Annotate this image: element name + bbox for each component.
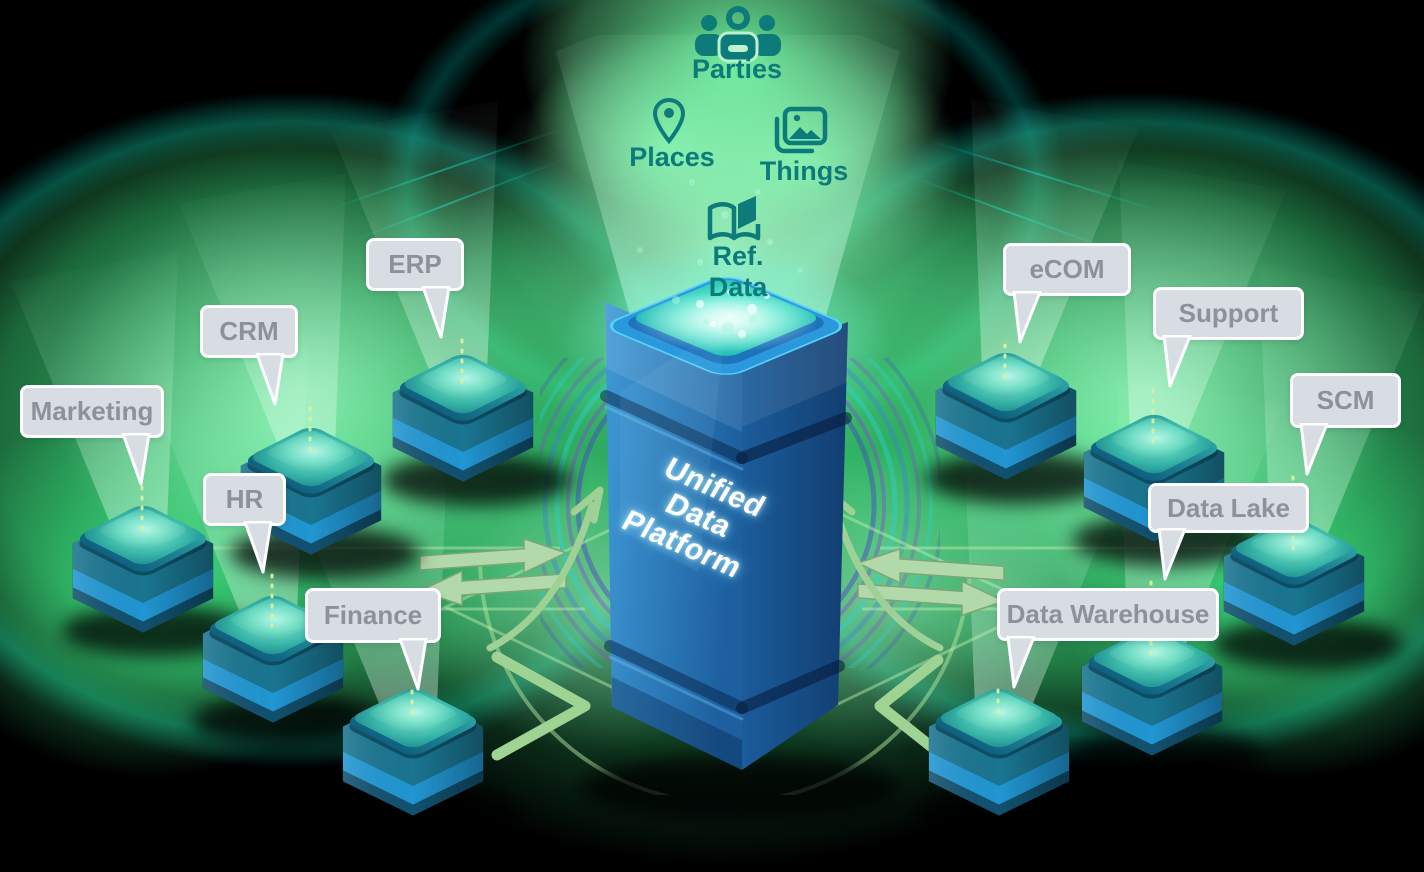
glow-particles [696, 289, 770, 338]
label-erp: ERP [366, 238, 464, 339]
label-marketing: Marketing [20, 385, 164, 486]
bubble-tail [421, 286, 451, 339]
label-erp-text: ERP [388, 249, 442, 279]
label-finance: Finance [305, 588, 441, 691]
bubble-tail [1162, 335, 1192, 388]
label-ecom: eCOM [1003, 243, 1131, 344]
chevron-arrows [491, 651, 944, 761]
label-data-lake: Data Lake [1148, 483, 1309, 581]
photo-stack-icon [770, 106, 830, 163]
label-data-warehouse-text: Data Warehouse [1006, 599, 1210, 629]
bubble-tail [1157, 528, 1187, 581]
exchange-arrows [418, 537, 1006, 617]
label-support: Support [1153, 287, 1304, 388]
bubble-tail [1012, 291, 1042, 344]
label-scm: SCM [1290, 373, 1401, 476]
tower-segment-dividers [600, 390, 852, 721]
bubble-tail [121, 433, 151, 486]
label-hr: HR [203, 473, 286, 574]
arrow-left-from-platform [418, 569, 567, 607]
label-support-text: Support [1178, 298, 1279, 328]
tower-right-face [742, 322, 848, 770]
label-crm: CRM [200, 305, 298, 406]
domain-label-things: Things [759, 156, 849, 186]
open-book-icon [704, 194, 766, 249]
sparkles [637, 179, 803, 334]
label-data-lake-text: Data Lake [1167, 492, 1290, 523]
domain-label-places: Places [629, 142, 715, 172]
bubble-tail [1006, 636, 1036, 689]
bubble-tail [398, 638, 428, 691]
arrow-right-from-platform [857, 580, 1006, 617]
label-data-warehouse: Data Warehouse [997, 588, 1219, 689]
domain-label-parties: Parties [691, 54, 783, 84]
arrow-left-to-platform [856, 547, 1005, 585]
label-marketing-text: Marketing [30, 396, 154, 426]
people-group-icon [692, 6, 784, 69]
domain-label-ref-data: Ref. Data [708, 241, 768, 302]
bubble-tail [1299, 423, 1329, 476]
label-ecom-text: eCOM [1029, 254, 1105, 284]
bubble-tail [255, 353, 285, 406]
tower-left-face [605, 302, 742, 770]
map-pin-icon [652, 97, 686, 149]
bubble-tail [243, 521, 273, 574]
arrow-right-to-platform [419, 537, 568, 574]
label-scm-text: SCM [1316, 385, 1375, 415]
label-finance-text: Finance [323, 600, 423, 630]
label-crm-text: CRM [219, 316, 279, 346]
label-hr-text: HR [225, 484, 264, 514]
